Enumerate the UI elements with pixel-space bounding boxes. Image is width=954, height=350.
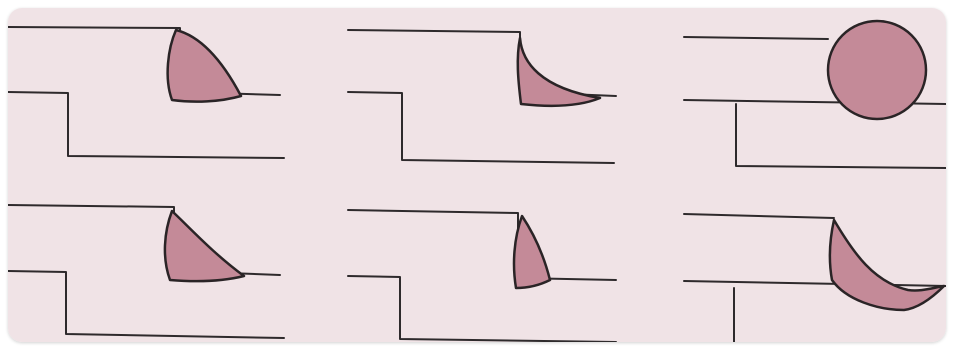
diagram-background: [8, 8, 946, 342]
diagram-frame: [8, 8, 946, 342]
drop-sphere: [828, 21, 926, 119]
drop-shapes-diagram: [8, 8, 946, 342]
